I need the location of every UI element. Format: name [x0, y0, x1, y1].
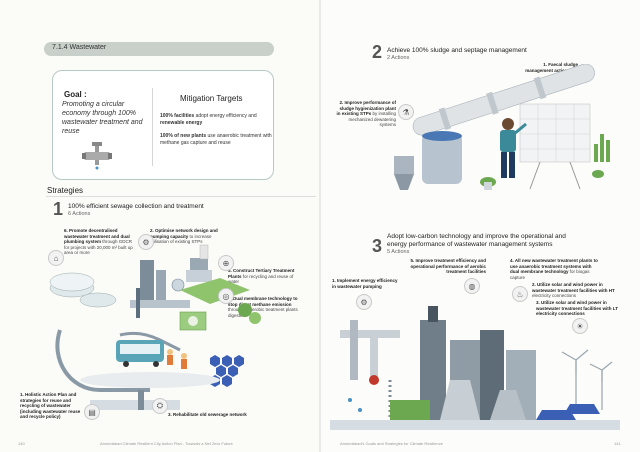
section-label: 7.1.4 Wastewater	[52, 44, 107, 51]
strategy3-item-1: 1. Implement energy efficiency in wastew…	[332, 278, 402, 289]
s3-item5-bold: 5. Improve treatment efficiency and oper…	[410, 258, 486, 274]
target2-bold: 100% of new plants	[160, 133, 207, 139]
right-page-number: 141	[614, 441, 621, 446]
mitigation-target-2: 100% of new plants use anaerobic treatme…	[160, 133, 272, 147]
s3-item2-rest: electricity connections	[532, 293, 577, 298]
strategy3-item-2: 2. Utilize solar and wind power in waste…	[532, 282, 622, 299]
strategy3-item-3: 3. Utilize solar and wind power in waste…	[536, 300, 626, 317]
water-system-icon: ⌂	[48, 250, 64, 266]
treatment-efficiency-icon: ◍	[464, 278, 480, 294]
sewage-collection-illustration	[49, 244, 261, 410]
s2-item2-rest: by installing mechanized dewatering syst…	[348, 111, 396, 127]
strategy2-number: 2	[372, 42, 383, 62]
s3-item3-bold: 3. Utilize solar and wind power in waste…	[536, 300, 618, 316]
right-footer-text: Ahmedabad's Goals and Strategies for Cli…	[340, 441, 443, 446]
hygienization-icon: ⚗	[398, 104, 414, 120]
strategy2-item-1: 1. Faecal sludge management action plan	[522, 62, 578, 73]
policy-document-icon: ▤	[84, 404, 100, 420]
strategy1-number: 1	[53, 199, 64, 219]
strategy3-number: 3	[372, 236, 383, 256]
s2-item1-bold: 1. Faecal sludge management action plan	[525, 62, 578, 73]
solar-wind-icon: ☀	[572, 318, 588, 334]
mitigation-target-1: 100% facilities adopt energy efficiency …	[160, 113, 272, 127]
low-carbon-plant-illustration	[330, 306, 620, 430]
page-gutter	[319, 0, 321, 452]
left-footer-text: Ahmedabad Climate Resilient City Action …	[100, 441, 233, 446]
s1-item5-bold: 5. Construct Tertiary Treatment Plants	[228, 268, 295, 279]
strategy1-item-1: 1. Holistic Action Plan and strategies f…	[20, 392, 82, 420]
strategy3-item-4: 4. All new wastewater treatment plants t…	[510, 258, 598, 280]
strategy2-title: Achieve 100% sludge and septage manageme…	[387, 47, 527, 54]
s1-item6-rest: through GDCR for projects with 20,000 m²…	[64, 239, 133, 255]
goal-title: Goal :	[64, 90, 87, 99]
s1-item4-rest: through anaerobic treatment plants diges…	[228, 307, 298, 318]
s1-item4-bold: 4. Dual membrane technology to stop dire…	[228, 296, 298, 307]
water-tap-icon	[82, 142, 112, 170]
pump-efficiency-icon: ⚙	[356, 294, 372, 310]
sewer-pipe-icon: ⛭	[152, 398, 168, 414]
methane-icon: ◎	[218, 288, 234, 304]
s1-item2-bold: 2. Optimise network design and pumping c…	[150, 228, 218, 239]
left-page-number: 140	[18, 441, 25, 446]
strategy1-title: 100% efficient sewage collection and tre…	[68, 203, 204, 210]
strategy2-actions: 2 Actions	[387, 55, 410, 61]
target2-rest: use anaerobic treatment with methane gas…	[160, 133, 272, 146]
goal-divider	[152, 88, 153, 166]
strategy1-item-6: 6. Promote decentralised wastewater trea…	[64, 228, 134, 256]
strategy1-item-2: 2. Optimise network design and pumping c…	[150, 228, 218, 245]
strategy3-actions: 5 Actions	[387, 249, 410, 255]
target1-bold2: renewable energy	[160, 120, 203, 126]
s3-item4-rest: for biogas capture	[510, 269, 590, 280]
section-header-bar: 7.1.4 Wastewater	[44, 42, 274, 56]
s1-item1-bold: 1. Holistic Action Plan and strategies f…	[20, 392, 81, 419]
s1-item5-rest: for recycling and reuse of water	[228, 273, 294, 285]
strategies-rule	[46, 196, 316, 197]
pump-icon: ⚙	[138, 234, 154, 250]
goal-box	[52, 70, 274, 180]
strategy1-item-5: 5. Construct Tertiary Treatment Plants f…	[228, 268, 300, 285]
s1-item3-bold: 3. Rehabilitate old sewerage network	[168, 412, 247, 417]
goal-text: Promoting a circular economy through 100…	[62, 101, 143, 135]
strategy1-actions: 6 Actions	[68, 211, 91, 217]
s3-item1-bold: 1. Implement energy efficiency in wastew…	[332, 278, 398, 289]
target1-rest: adopt energy efficiency and	[194, 113, 257, 119]
strategy3-title: Adopt low-carbon technology and improve …	[387, 233, 566, 248]
strategy2-item-2: 2. Improve performance of sludge hygieni…	[336, 100, 396, 128]
filter-icon: ⊕	[218, 255, 234, 271]
s3-item2-bold: 2. Utilize solar and wind power in waste…	[532, 282, 615, 293]
s3-item4-bold: 4. All new wastewater treatment plants t…	[510, 258, 598, 274]
biogas-icon: ♨	[512, 286, 528, 302]
strategy1-item-3: 3. Rehabilitate old sewerage network	[168, 412, 258, 418]
mitigation-title: Mitigation Targets	[180, 94, 243, 103]
target1-bold: 100% facilities	[160, 113, 195, 119]
s2-item2-bold: 2. Improve performance of sludge hygieni…	[336, 100, 396, 116]
s1-item6-bold: 6. Promote decentralised wastewater trea…	[64, 228, 130, 244]
strategy3-item-5: 5. Improve treatment efficiency and oper…	[406, 258, 486, 275]
s1-item2-rest: to increase utilisation of existing STPs	[150, 233, 212, 245]
strategy1-item-4: 4. Dual membrane technology to stop dire…	[228, 296, 302, 318]
strategies-title: Strategies	[47, 186, 84, 195]
sludge-management-illustration	[394, 64, 610, 190]
